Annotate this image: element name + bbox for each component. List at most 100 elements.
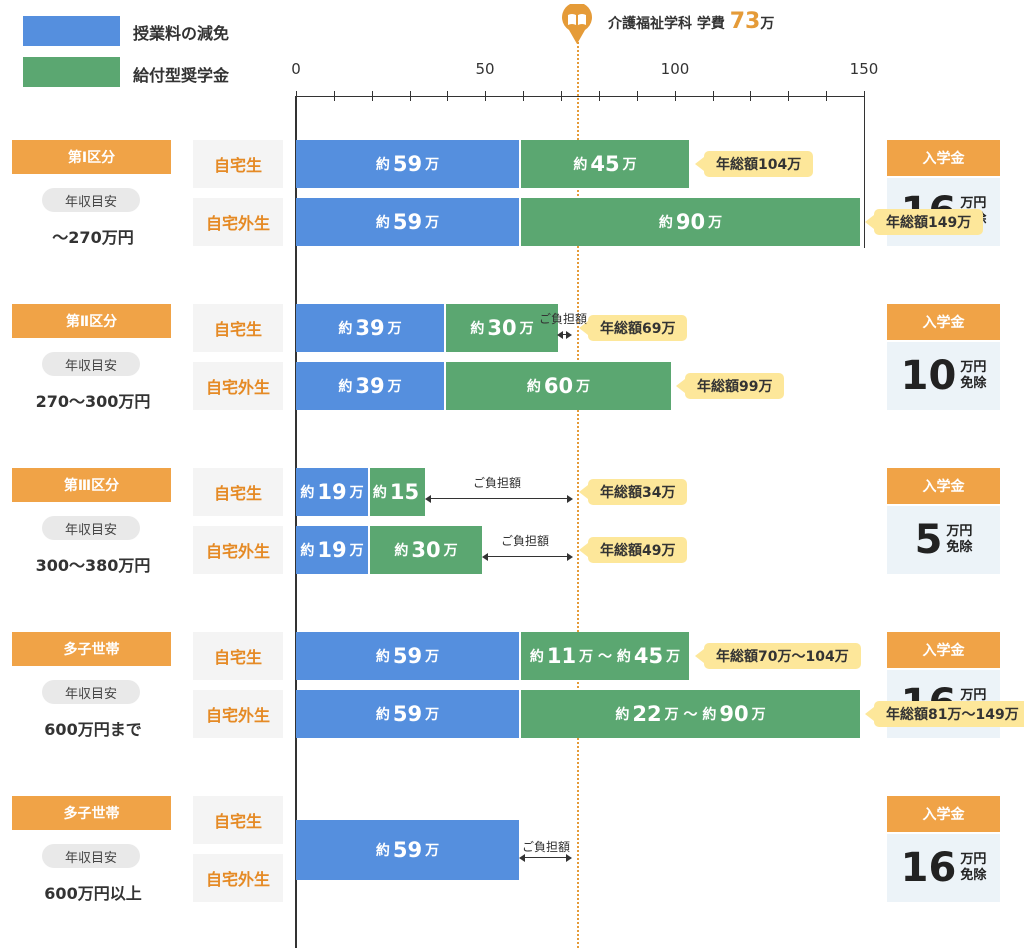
admission-fee-unit: 万円	[960, 195, 987, 211]
annual-total-tag: 年総額99万	[675, 373, 785, 399]
income-label: 年収目安	[42, 188, 140, 212]
row-label-away: 自宅外生	[193, 526, 283, 574]
bar-label-value: 90	[675, 210, 706, 234]
income-range: 300～380万円	[35, 556, 151, 575]
bar-label-prefix: 約	[470, 321, 485, 337]
row-label-away: 自宅外生	[193, 198, 283, 246]
row-label-home: 自宅生	[193, 140, 283, 188]
admission-fee-note: 免除	[946, 540, 973, 555]
admission-fee-unit-box: 万円免除	[946, 524, 972, 557]
row-label-away: 自宅外生	[193, 854, 283, 902]
annual-total-tag: 年総額49万	[578, 537, 688, 563]
bar-label-value: 59	[392, 702, 423, 726]
row-label-away: 自宅外生	[193, 690, 283, 738]
row-label-home: 自宅生	[193, 468, 283, 516]
income-range: ～270万円	[52, 228, 134, 247]
y-axis-left-line	[295, 96, 297, 948]
bar-label-unit: 万	[519, 321, 534, 337]
axis-tick-label-50: 50	[475, 60, 495, 78]
annual-total-tag: 年総額34万	[578, 479, 688, 505]
row-label-home: 自宅生	[193, 796, 283, 844]
admission-fee-header: 入学金	[887, 304, 1000, 340]
bar-label-unit: 万	[708, 215, 723, 231]
admission-fee-header: 入学金	[887, 468, 1000, 504]
income-label: 年収目安	[42, 516, 140, 540]
bar-label-unit: 万	[425, 157, 440, 173]
bar-label-value: 59	[392, 152, 423, 176]
admission-fee-note: 免除	[960, 868, 987, 883]
burden-arrow	[519, 854, 572, 862]
axis-tick	[713, 91, 714, 101]
bar-label-value: 39	[355, 374, 385, 398]
book-icon	[562, 4, 592, 44]
axis-tick-label-150: 150	[849, 60, 879, 78]
tuition-reference-text: 介護福祉学科 学費	[608, 16, 725, 32]
bar-label-prefix: 約	[375, 215, 390, 231]
admission-fee-note: 免除	[960, 376, 987, 391]
admission-fee-value: 16	[900, 845, 957, 891]
axis-tick	[334, 91, 335, 101]
admission-fee-unit: 万円	[960, 687, 987, 703]
income-range: 600万円以上	[44, 884, 142, 903]
bar-label-value: 60	[543, 374, 574, 398]
bar-label-unit: 万	[425, 843, 440, 859]
admission-fee-unit: 万円	[946, 523, 973, 539]
bar-label-prefix: 約	[338, 321, 353, 337]
bar-label-unit: 万	[425, 707, 440, 723]
bar-label-unit: 万	[425, 649, 440, 665]
axis-tick-label-0: 0	[291, 60, 301, 78]
bar-label-value: 19	[317, 538, 347, 562]
bar-label-unit: 万	[622, 157, 637, 173]
axis-tick	[599, 91, 600, 101]
bar-label-prefix: 約	[375, 649, 390, 665]
bar-label-unit: 万	[425, 215, 440, 231]
bar-label-value: 15	[389, 480, 420, 504]
bar-label-prefix: 約	[375, 157, 390, 173]
bar-label-prefix: 約	[375, 843, 390, 859]
bar-label-value: 19	[317, 480, 347, 504]
tier-badge: 多子世帯	[12, 796, 171, 830]
axis-tick	[523, 91, 524, 101]
bar-label-unit: 万	[387, 379, 402, 395]
bar-label-unit: 万	[443, 543, 458, 559]
income-label: 年収目安	[42, 680, 140, 704]
tuition-reference-label: 介護福祉学科 学費 73万	[608, 9, 774, 34]
income-label: 年収目安	[42, 352, 140, 376]
bar-label-value: 45	[590, 152, 620, 176]
burden-label: ご負担額	[473, 476, 522, 490]
axis-tick	[561, 91, 562, 101]
axis-tick	[826, 91, 827, 101]
admission-fee-unit-box: 万円免除	[960, 360, 986, 393]
axis-tick	[447, 91, 448, 101]
bar-label-value: 11	[546, 644, 577, 668]
bar-label-prefix: 約	[338, 379, 353, 395]
bar-label-prefix: 約	[375, 707, 390, 723]
bar-label-unit: 万	[349, 485, 364, 501]
admission-fee-header: 入学金	[887, 632, 1000, 668]
annual-total-tag: 年総額81万～149万	[865, 701, 1024, 727]
bar-label-value: 59	[392, 644, 423, 668]
admission-fee-header: 入学金	[887, 140, 1000, 176]
bar-label-value: 22	[632, 702, 662, 726]
bar-label-prefix: 約	[300, 485, 315, 501]
bar-label-value-max: 90	[719, 702, 749, 726]
bar-label-prefix: 約	[573, 157, 588, 173]
tier-badge: 多子世帯	[12, 632, 171, 666]
bar-label-unit: 万	[387, 321, 402, 337]
tuition-reference-value: 73	[729, 9, 761, 34]
bar-label-value: 30	[411, 538, 441, 562]
bar-label-unit: 万 ～ 約	[579, 649, 631, 665]
admission-fee-value: 10	[900, 353, 957, 399]
